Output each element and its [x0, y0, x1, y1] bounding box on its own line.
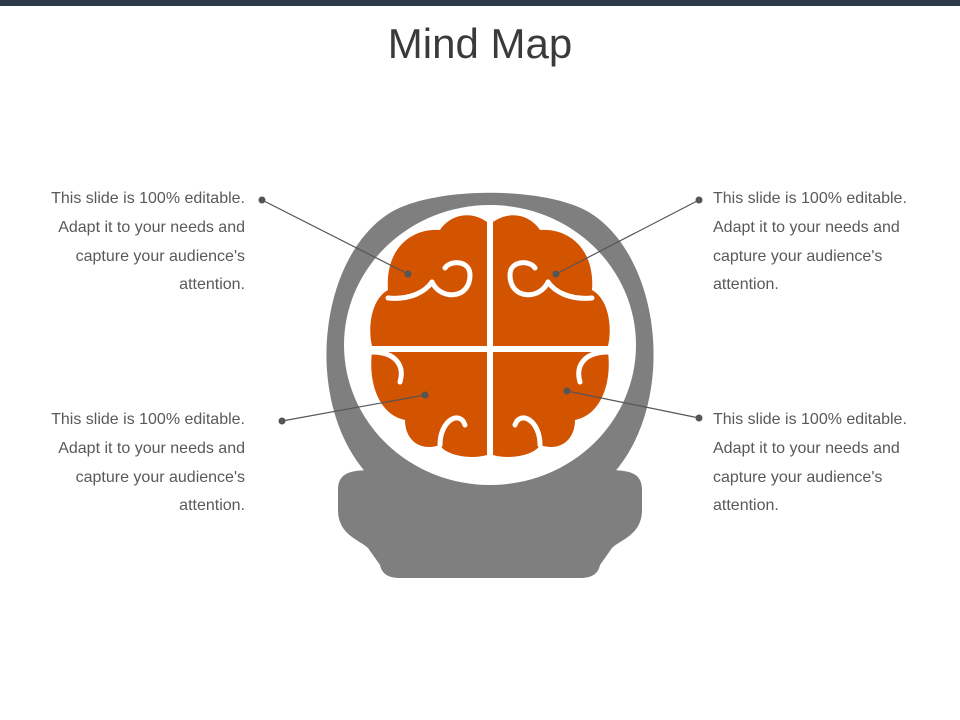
top-bar: [0, 0, 960, 6]
slide-title: Mind Map: [387, 20, 573, 67]
connector-top-left: [258, 196, 412, 278]
note-top-right: This slide is 100% editable. Adapt it to…: [713, 190, 907, 294]
note-top-left: This slide is 100% editable. Adapt it to…: [51, 190, 245, 294]
connector-top-right: [552, 196, 703, 278]
connector-bottom-right: [563, 387, 703, 422]
brain-icon: [369, 215, 611, 457]
connector-bottom-left: [278, 391, 429, 425]
note-bottom-left: This slide is 100% editable. Adapt it to…: [51, 411, 245, 515]
note-bottom-right: This slide is 100% editable. Adapt it to…: [713, 411, 907, 515]
